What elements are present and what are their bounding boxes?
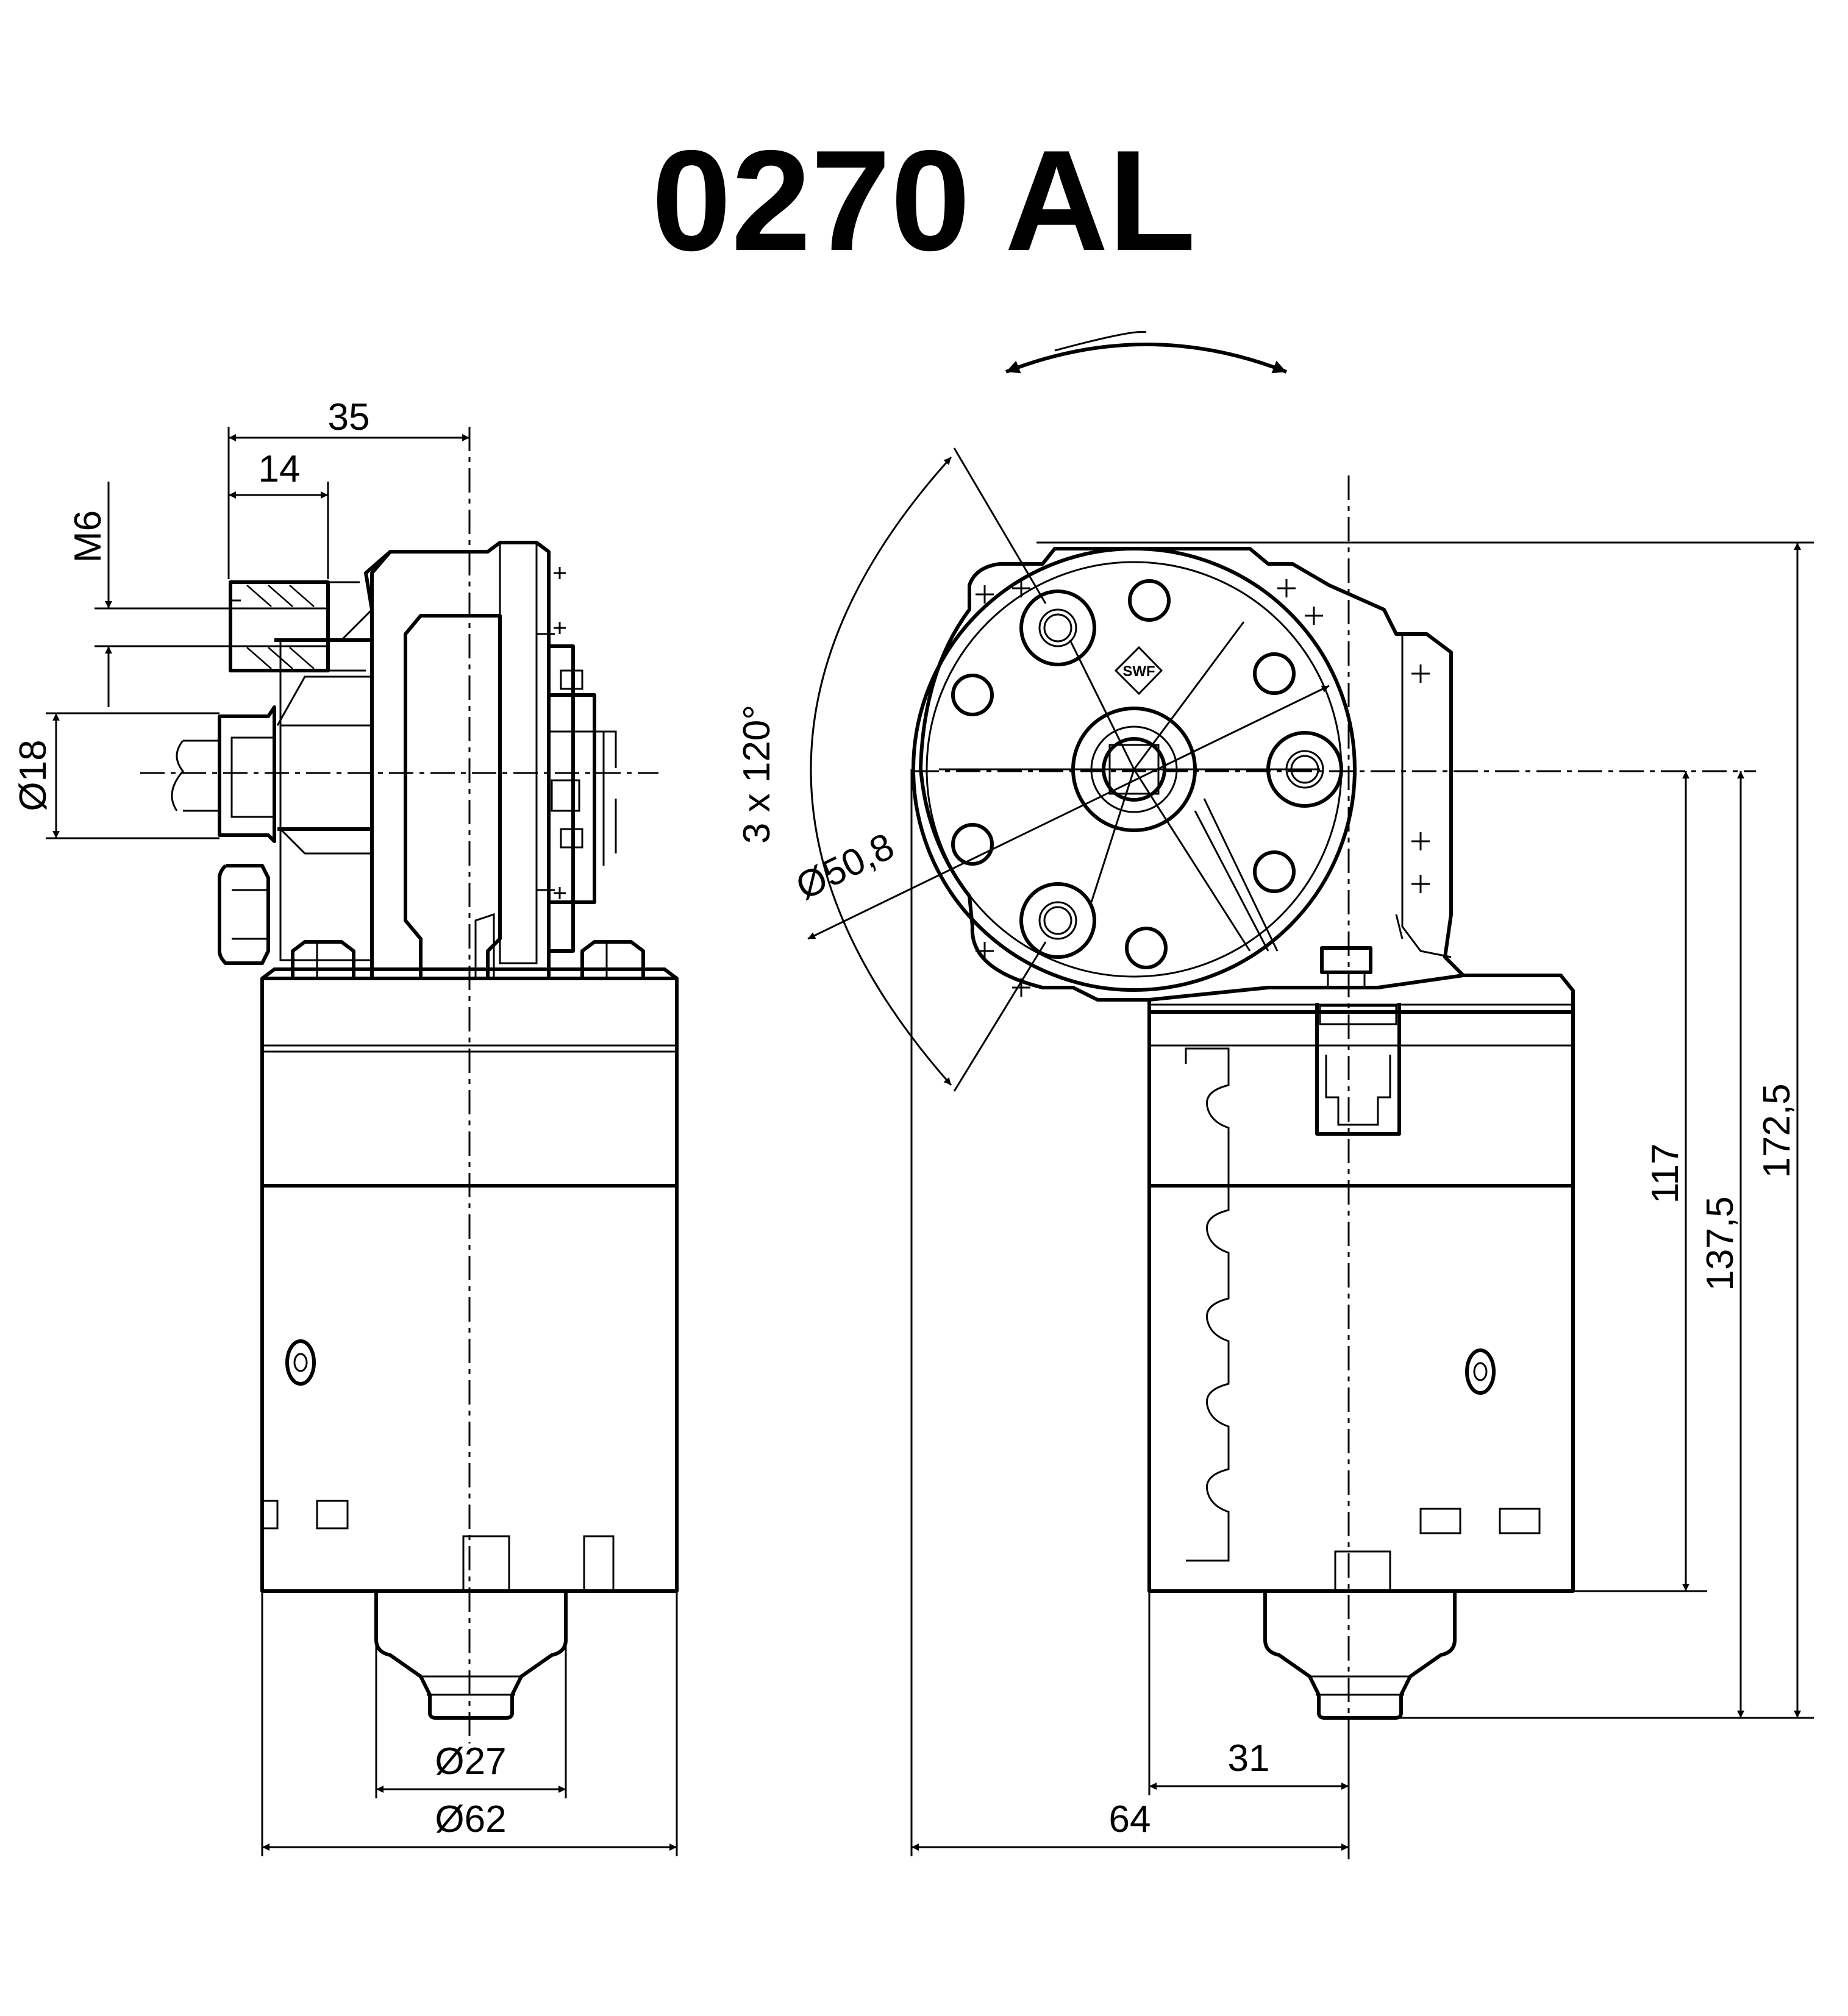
dim-label-64: 64	[1109, 1798, 1151, 1840]
dim-label-14: 14	[259, 448, 301, 490]
motor-body-front	[1147, 1010, 1575, 1593]
output-shaft-side	[171, 705, 276, 965]
dim-label-31: 31	[1228, 1737, 1270, 1779]
front-view: SWF Ø50,8 3 x 120° 31 64 117 137,5 17	[736, 447, 1814, 1859]
dim-label-m6: M6	[67, 510, 109, 563]
gearbox-front	[919, 547, 1465, 1012]
swf-logo-icon: SWF	[1114, 646, 1163, 696]
svg-text:SWF: SWF	[1122, 663, 1155, 680]
screw-left-side	[291, 940, 355, 978]
bottom-bearing-side	[374, 1591, 568, 1720]
dim-arc-120	[810, 456, 952, 1086]
screw-right-side	[580, 940, 645, 978]
double-headed-rotation-arrow-icon	[1005, 330, 1288, 374]
threaded-stud	[229, 580, 366, 672]
dim-label-d18: Ø18	[12, 739, 54, 811]
connector-front	[1315, 1003, 1401, 1136]
screw-front	[1465, 1348, 1496, 1395]
drawing-title: 0270 AL	[652, 120, 1196, 280]
side-view: 35 14 M6 Ø18 Ø27 Ø62	[12, 396, 679, 1856]
bottom-bearing-front	[1263, 1591, 1457, 1720]
keyway-profile	[1185, 1047, 1230, 1562]
dim-label-d50-8: Ø50,8	[790, 825, 901, 908]
dim-label-35: 35	[328, 396, 370, 438]
plus-markers	[976, 579, 1430, 997]
dim-label-117: 117	[1644, 1144, 1686, 1204]
dim-line-d50-8	[807, 685, 1330, 940]
dim-label-d27: Ø27	[435, 1740, 506, 1783]
dim-label-3x120: 3 x 120°	[736, 705, 778, 844]
screw-side	[285, 1339, 316, 1386]
gearbox-side	[370, 541, 551, 978]
dim-label-172-5: 172,5	[1756, 1083, 1798, 1178]
dim-label-137-5: 137,5	[1699, 1196, 1741, 1291]
dim-label-d62: Ø62	[435, 1798, 506, 1840]
